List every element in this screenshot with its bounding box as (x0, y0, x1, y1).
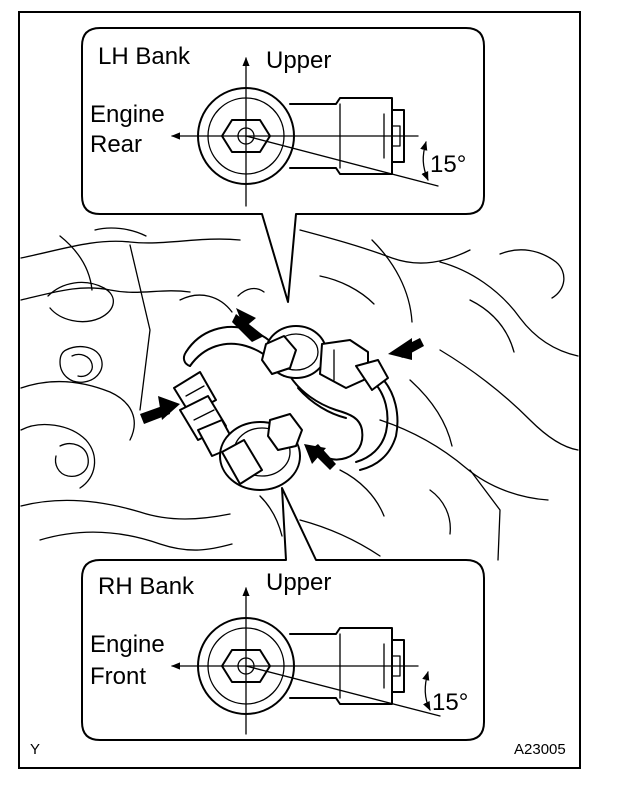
lh-callout-bubble (81, 27, 485, 303)
lh-bank-detail: LH Bank Upper Engine Rear 15° (81, 27, 485, 303)
lh-side-label-line2: Rear (90, 131, 142, 158)
lh-up-label: Upper (266, 47, 331, 74)
rh-bank-label: RH Bank (98, 573, 195, 600)
arrow-icon (140, 308, 424, 470)
engine-block-illustration (20, 227, 579, 561)
rh-side-label-line2: Front (90, 663, 146, 690)
figure-code: A23005 (514, 741, 566, 758)
lh-angle-label: 15° (430, 151, 466, 178)
rh-side-label-line1: Engine (90, 631, 165, 658)
sensor-wire-harness (182, 326, 399, 471)
corner-mark: Y (30, 741, 40, 758)
rh-bank-detail: RH Bank Upper Engine Front 15° (81, 487, 485, 741)
knock-sensor-rh (219, 413, 303, 491)
rh-up-label: Upper (266, 569, 331, 596)
rh-angle-label: 15° (432, 689, 468, 716)
knock-sensor-lh (261, 325, 389, 391)
lh-bank-label: LH Bank (98, 43, 191, 70)
harness-connector-left (173, 371, 237, 457)
lh-side-label-line1: Engine (90, 101, 165, 128)
